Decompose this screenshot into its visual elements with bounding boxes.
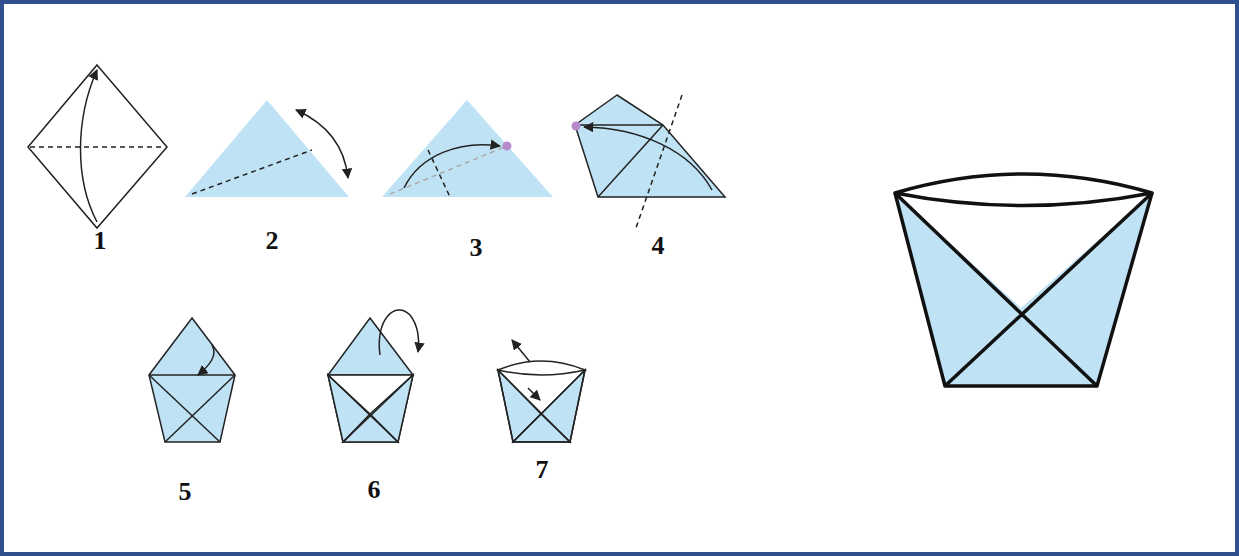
step-3-figure — [382, 100, 553, 197]
step-2-figure — [185, 100, 349, 197]
callout-number: 5 — [179, 479, 192, 505]
callout-number: 7 — [536, 457, 549, 483]
callout-number: 2 — [266, 228, 279, 254]
callout-number: 4 — [652, 233, 665, 259]
finished-cup — [895, 174, 1152, 386]
callout-number: 3 — [470, 235, 483, 261]
step-6-figure — [328, 310, 419, 442]
callout-number: 6 — [368, 477, 381, 503]
step-7-figure — [498, 340, 585, 442]
step-5-figure — [149, 318, 235, 442]
step-4-figure — [572, 95, 726, 228]
step-1-figure — [28, 65, 167, 228]
callout-number: 1 — [94, 228, 107, 254]
